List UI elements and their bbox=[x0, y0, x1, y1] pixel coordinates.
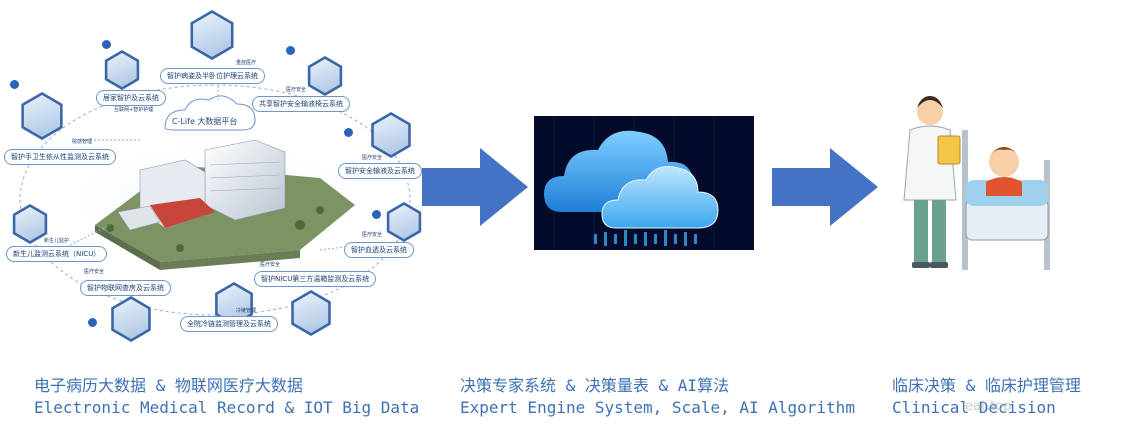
hand-hygiene-hex-icon bbox=[21, 92, 63, 140]
module-tag: 冷链管理 bbox=[236, 308, 257, 314]
info-icon bbox=[372, 210, 381, 219]
info-icon bbox=[286, 46, 295, 55]
stage-caption-en: Clinical Decision bbox=[892, 398, 1056, 417]
platform-label: C-Life 大数据平台 bbox=[172, 117, 238, 126]
stage-caption-cn: 临床决策 & 临床护理管理 bbox=[892, 376, 1081, 395]
module-label: 智护病姿及半卧位护理云系统 bbox=[160, 68, 265, 84]
nicu-hex-icon bbox=[12, 204, 48, 244]
doctor-patient-icon bbox=[903, 96, 1050, 270]
module-tag: 新生儿监护 bbox=[44, 238, 70, 244]
flow-arrow-right-icon bbox=[772, 148, 878, 226]
module-tag: 重症医疗 bbox=[236, 60, 257, 66]
module-tag: 医疗安全 bbox=[362, 155, 383, 161]
module-label: 共享智护安全输液椅云系统 bbox=[252, 96, 350, 112]
module-label: 智护手卫生依从性监测及云系统 bbox=[4, 149, 116, 165]
module-label: 全院冷链监测管理及云系统 bbox=[180, 316, 278, 332]
watermark: eat.top bbox=[965, 399, 1012, 414]
module-tag: 医疗安全 bbox=[286, 87, 307, 93]
iot-hospital-illustration: C-Life 大数据平台 重症医疗 互联网+智护护理 医疗安全 院感管理 医疗安… bbox=[0, 0, 438, 358]
module-tag: 医疗安全 bbox=[84, 269, 105, 275]
cloud-engine-illustration bbox=[534, 116, 754, 250]
stage-caption-en: Expert Engine System, Scale, AI Algorith… bbox=[460, 398, 855, 417]
hospital-scene-graphic bbox=[19, 84, 411, 316]
module-label: 智护物联网查房及云系统 bbox=[80, 280, 171, 296]
stage-caption-cn: 电子病历大数据 & 物联网医疗大数据 bbox=[34, 376, 303, 395]
stage-caption-cn: 决策专家系统 & 决策量表 & AI算法 bbox=[460, 376, 730, 395]
module-tag: 互联网+智护护理 bbox=[114, 107, 154, 113]
dialysis-hex-icon bbox=[386, 202, 422, 242]
module-label: 智护安全输液及云系统 bbox=[338, 163, 422, 179]
module-tag: 医疗安全 bbox=[260, 262, 281, 268]
nurse-hex-icon bbox=[190, 10, 234, 60]
module-label: 居家智护及云系统 bbox=[96, 90, 166, 106]
info-icon bbox=[88, 318, 97, 327]
module-tag: 医疗安全 bbox=[362, 232, 383, 238]
stage-caption-en: Electronic Medical Record & IOT Big Data bbox=[34, 398, 420, 417]
module-label: 新生儿监测云系统（NICU） bbox=[6, 246, 108, 262]
module-label: 智护血透及云系统 bbox=[344, 242, 414, 258]
flow-arrow-right-icon bbox=[422, 148, 528, 226]
info-icon bbox=[102, 40, 111, 49]
clinical-decision-illustration bbox=[900, 90, 1060, 280]
cloud-icon bbox=[544, 116, 719, 250]
module-label: 智护NICU第三方温箱监测及云系统 bbox=[254, 271, 377, 287]
module-tag: 院感管理 bbox=[72, 139, 93, 145]
info-icon bbox=[344, 128, 353, 137]
info-icon bbox=[10, 80, 19, 89]
